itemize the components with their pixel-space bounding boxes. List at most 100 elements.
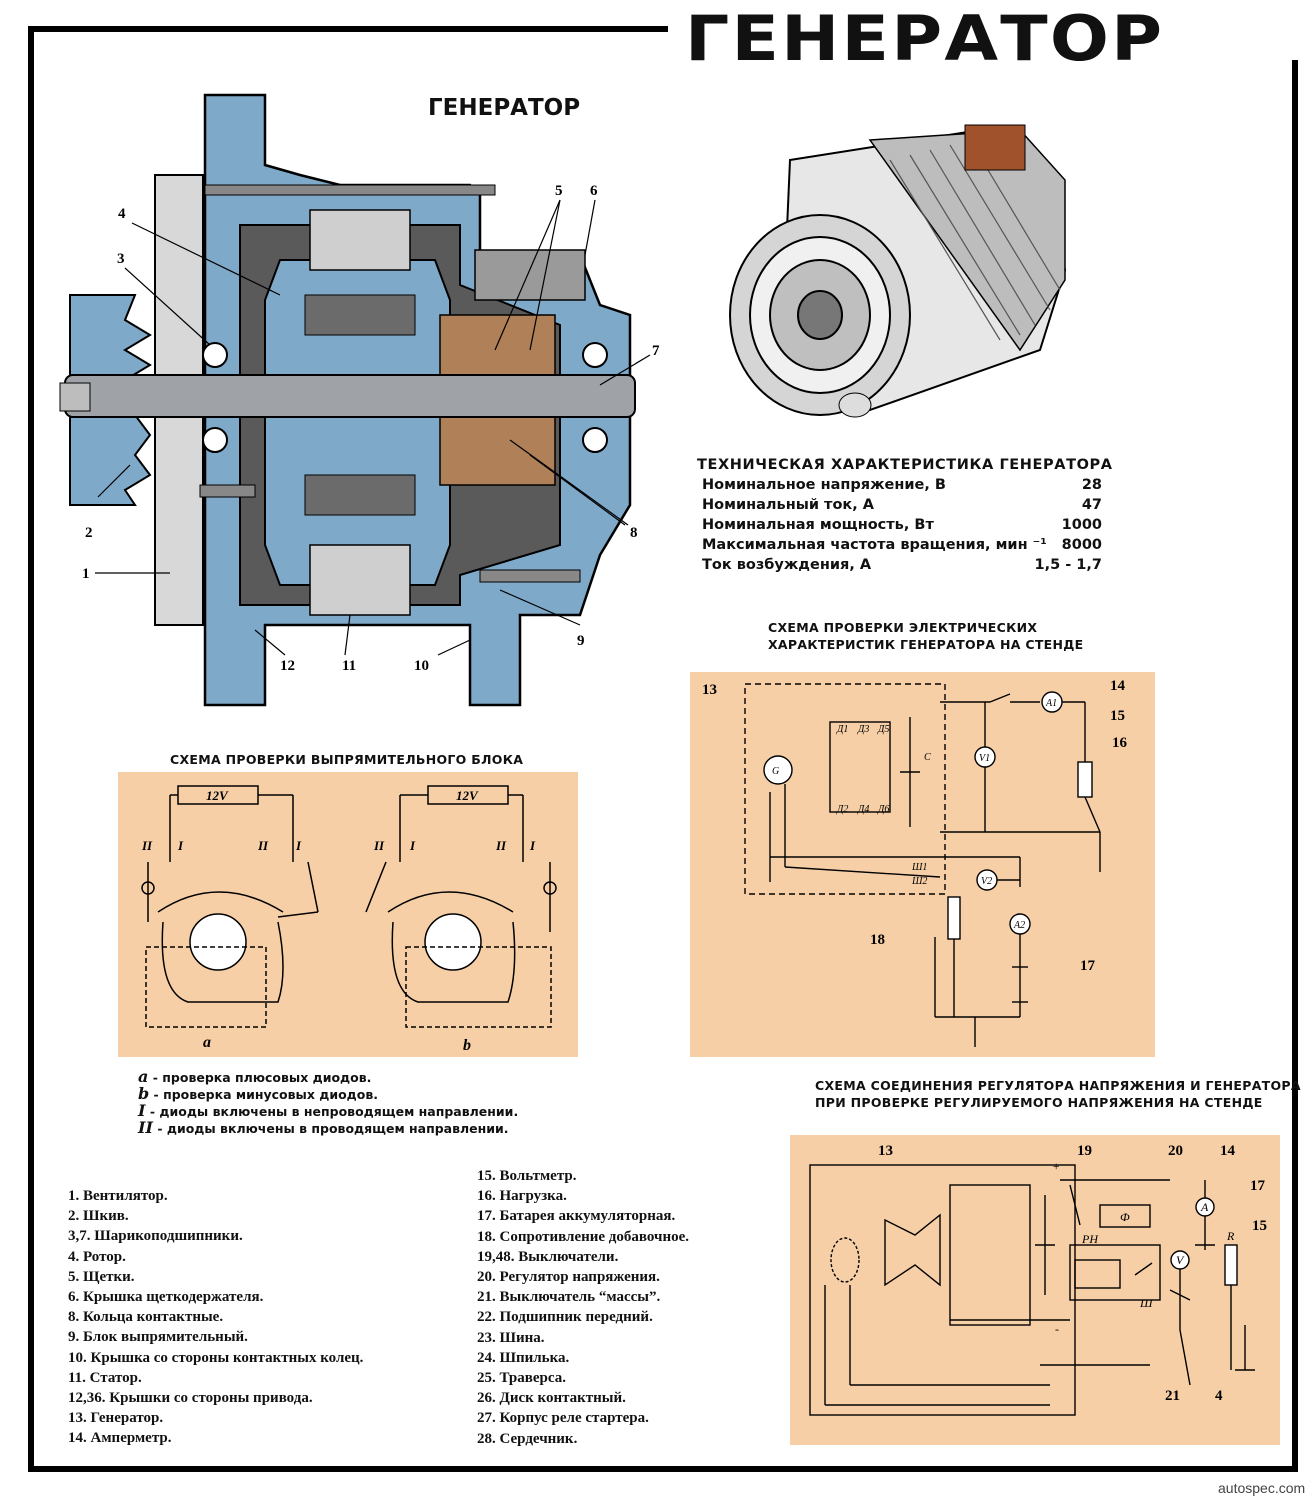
stator-winding-top [309,209,411,271]
generator-illustration [729,124,1067,418]
rectifier-legend-item: I - диоды включены в непроводящем направ… [138,1101,518,1120]
spec-label: Номинальный ток, А [702,497,875,513]
callout-10: 10 [414,658,429,674]
part-item: 10. Крышка со стороны контактных колец. [68,1349,364,1366]
section-title: ГЕНЕРАТОР [428,95,581,121]
battery-label-a: 12V [206,788,229,803]
callout-4: 4 [118,206,126,222]
shaft-nut [59,382,91,412]
callout-1: 1 [82,566,90,582]
part-item: 27. Корпус реле стартера. [477,1410,649,1427]
spec-row: Номинальный ток, А 47 [702,497,1102,513]
spec-value: 1,5 - 1,7 [1034,557,1103,573]
mount-lug [838,392,872,418]
rectifier-legend-item: a - проверка плюсовых диодов. [138,1067,371,1086]
part-item: 13. Генератор. [68,1410,164,1427]
reg-label-20: 20 [1168,1143,1183,1159]
stand-label-17: 17 [1080,958,1096,974]
legend-text: - диоды включены в непроводящем направле… [145,1104,519,1119]
frame-right [1292,60,1298,1472]
rectifier-scheme-title: СХЕМА ПРОВЕРКИ ВЫПРЯМИТЕЛЬНОГО БЛОКА [170,752,524,767]
bolt-lower [199,484,256,498]
brush-cover [474,249,586,301]
symbol-voltmeter: V [1176,1253,1185,1267]
spec-value: 47 [1081,497,1102,513]
spec-value: 1000 [1061,517,1102,533]
ammeter-a1: A1 [1045,698,1057,709]
shaft [64,374,636,418]
symbol-resistor: R [1226,1229,1235,1243]
capacitor-c: C [924,752,931,763]
part-item: 18. Сопротивление добавочное. [477,1228,690,1245]
symbol-sh: Ш [1139,1296,1154,1310]
parts-list-left: 1. Вентилятор. 2. Шкив. 3,7. Шарикоподши… [68,1186,488,1449]
part-item: 2. Шкив. [68,1208,129,1225]
callout-2: 2 [85,525,93,541]
rectifier-scheme-diagram: 12V 12V II I II I II I II I a b [141,785,557,1054]
spec-label: Ток возбуждения, А [702,557,872,573]
callout-7: 7 [652,343,660,359]
main-title: ГЕНЕРАТОР [685,2,1165,75]
legend-text: - проверка минусовых диодов. [149,1087,379,1102]
symbol-rn: РН [1081,1232,1099,1246]
bearing-rear-bottom [582,427,608,453]
diode-d4: Д4 [857,804,869,815]
part-item: 19,48. Выключатели. [477,1248,619,1265]
part-item: 26. Диск контактный. [477,1390,626,1407]
part-item: 24. Шпилька. [477,1349,570,1366]
stand-label-16: 16 [1112,735,1128,751]
spec-value: 8000 [1061,537,1102,553]
stand-label-13: 13 [702,682,717,698]
stand-label-14: 14 [1110,678,1126,694]
symbol-plus: + [1052,1159,1060,1173]
reg-label-4: 4 [1215,1388,1223,1404]
part-item: 28. Сердечник. [477,1430,578,1447]
part-item: 4. Ротор. [68,1248,126,1265]
generator-cross-section: 1 2 3 4 5 6 7 8 9 10 11 12 [59,93,660,707]
switch-label-i: I [529,838,536,853]
stand-label-18: 18 [870,932,885,948]
legend-key: a [138,1067,149,1086]
reg-label-15: 15 [1252,1218,1267,1234]
stand-scheme-diagram: 13 14 15 16 17 18 Д1 Д3 Д5 Д2 Д4 Д6 C A1… [702,678,1128,1047]
spec-value: 28 [1081,477,1102,493]
regulator-scheme-panel: 13 19 20 14 17 15 21 4 Ф РН A V R Ш + - [790,1135,1280,1445]
callout-5: 5 [555,183,563,199]
legend-text: - проверка плюсовых диодов. [148,1070,372,1085]
part-item: 22. Подшипник передний. [477,1309,653,1326]
part-item: 17. Батарея аккумуляторная. [477,1208,676,1225]
part-item: 15. Вольтметр. [477,1168,577,1184]
parts-list-right: 15. Вольтметр. 16. Нагрузка. 17. Батарея… [477,1166,797,1449]
reg-label-17: 17 [1250,1178,1266,1194]
terminal-sh1: Ш1 [911,862,927,873]
part-item: 11. Статор. [68,1369,142,1386]
callout-9: 9 [577,633,585,649]
regulator-scheme-title-2: ПРИ ПРОВЕРКЕ РЕГУЛИРУЕМОГО НАПРЯЖЕНИЯ НА… [815,1095,1263,1110]
stand-scheme-title-2: ХАРАКТЕРИСТИК ГЕНЕРАТОРА НА СТЕНДЕ [768,637,1084,652]
specs-title: ТЕХНИЧЕСКАЯ ХАРАКТЕРИСТИКА ГЕНЕРАТОРА [697,457,1113,473]
switch-label-ii: II [495,838,507,853]
symbol-minus: - [1055,1322,1059,1336]
diode-d6: Д6 [877,804,889,815]
bolt-rectifier [479,569,581,583]
field-coil-top [304,294,416,336]
legend-key: II [138,1118,153,1137]
switch-label-ii: II [373,838,385,853]
bearing-front-bottom [202,427,228,453]
part-item: 6. Крышка щеткодержателя. [68,1289,264,1306]
reg-label-21: 21 [1165,1388,1180,1404]
reg-label-14: 14 [1220,1143,1236,1159]
switch-label-i: I [409,838,416,853]
callout-11: 11 [342,658,356,674]
rectifier-legend-item: II - диоды включены в проводящем направл… [138,1118,509,1137]
generator-symbol: G [772,766,779,777]
part-item: 14. Амперметр. [68,1430,172,1447]
diode-d2: Д2 [836,804,848,815]
part-item: 12,36. Крышки со стороны привода. [68,1390,313,1407]
pulley-nut [797,290,843,340]
switch-label-i: I [177,838,184,853]
part-item: 25. Траверса. [477,1370,566,1387]
bearing-rear-top [582,342,608,368]
